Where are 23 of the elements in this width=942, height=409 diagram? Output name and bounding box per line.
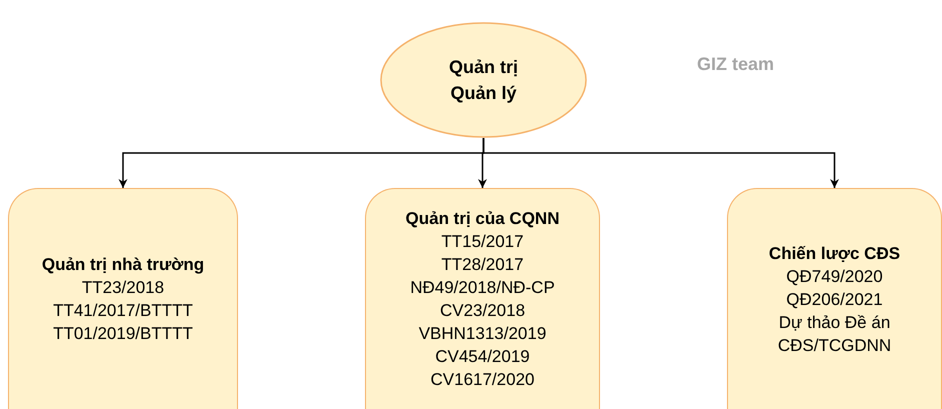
ellipse-node <box>380 22 587 138</box>
node-text: CV454/2019 <box>435 346 530 368</box>
arrow <box>482 138 839 188</box>
node-text: TT01/2019/BTTTT <box>53 323 193 345</box>
rounded-box <box>8 188 238 409</box>
watermark-text: GIZ team <box>697 54 774 75</box>
node-heading: Quản trị Quản lý <box>448 56 519 105</box>
node-text: TT23/2018 <box>82 277 164 299</box>
node-text: QĐ206/2021 <box>786 288 883 310</box>
node-text: CV1617/2020 <box>430 369 534 391</box>
rounded-box <box>727 188 942 409</box>
node-heading: Quản trị nhà trường <box>42 254 204 276</box>
node-text: TT28/2017 <box>441 254 524 276</box>
node-text: TT15/2017 <box>441 231 524 253</box>
node-text: NĐ49/2018/NĐ-CP <box>410 277 555 299</box>
node-text: TT41/2017/BTTTT <box>53 300 193 322</box>
node-heading: Chiến lược CĐS <box>768 242 900 264</box>
node-text: QĐ749/2020 <box>786 266 883 288</box>
rounded-box <box>365 188 600 409</box>
node-text: Dự thảo Đề án CĐS/TCGDNN <box>776 312 892 356</box>
node-text: VBHN1313/2019 <box>418 323 546 345</box>
node-text: CV23/2018 <box>440 300 526 322</box>
node-heading: Quản trị của CQNN <box>406 208 560 230</box>
